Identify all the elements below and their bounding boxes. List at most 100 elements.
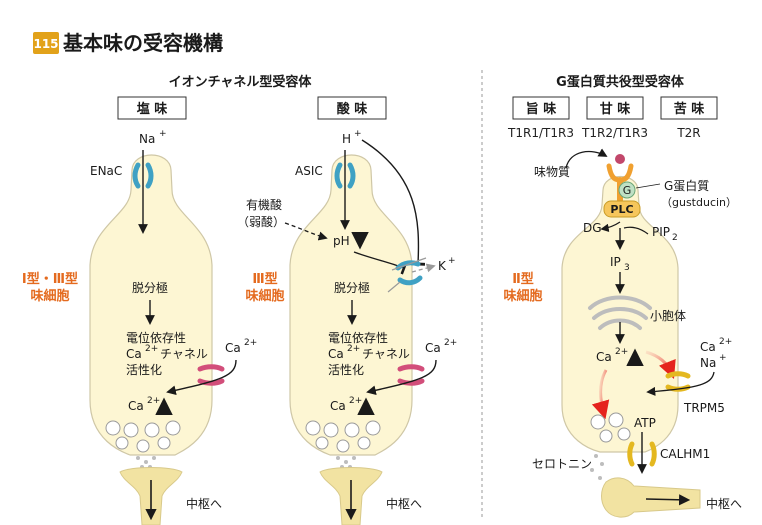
gpcr-tastant-molecule bbox=[615, 154, 625, 164]
sour-organic-acid-line2: （弱酸） bbox=[237, 214, 285, 229]
title-badge: 115 bbox=[33, 32, 59, 54]
gpcr-calhm1-channel-icon bbox=[627, 441, 657, 467]
gpcr-ext-ca-label: Ca bbox=[700, 340, 716, 354]
gpcr-pip-sub: 2 bbox=[672, 233, 678, 243]
umami-taste-box bbox=[512, 96, 570, 120]
sour-vg-line3: 活性化 bbox=[328, 363, 364, 377]
sour-organic-acid-line1: 有機酸 bbox=[246, 197, 282, 212]
umami-receptor: T1R1/T1R3 bbox=[507, 126, 574, 140]
gpcr-cell-body bbox=[561, 176, 679, 453]
gpcr-ca-label: Ca bbox=[596, 350, 612, 364]
gpcr-nerve-fiber bbox=[601, 477, 701, 518]
bitter-taste-label: 苦 味 bbox=[674, 101, 705, 117]
gpcr-plc-icon bbox=[603, 200, 641, 218]
salt-ca-inside: Ca bbox=[128, 399, 144, 413]
gpcr-taste-cell: 旨 味 甘 味 苦 味 T1R1/T1R3 T1R2/T1R3 T2R 味物質 … bbox=[503, 96, 742, 518]
gpcr-ip-sub: 3 bbox=[624, 263, 630, 273]
salt-vg-line2-ion: Ca bbox=[126, 347, 142, 361]
gpcr-ca-release-activation bbox=[591, 369, 610, 420]
gpcr-tastant-label: 味物質 bbox=[534, 164, 570, 179]
salt-vg-line3: 活性化 bbox=[126, 363, 162, 377]
bitter-receptor: T2R bbox=[676, 126, 700, 140]
salt-cell-type-line1: Ⅰ型・Ⅲ型 bbox=[22, 271, 78, 287]
sour-ca-outside: Ca bbox=[425, 341, 441, 355]
salt-vg-line2-charge: 2+ bbox=[145, 344, 158, 354]
sour-cell-type-line2: 味細胞 bbox=[245, 288, 284, 304]
salt-cell-type-line2: 味細胞 bbox=[30, 288, 69, 304]
gpcr-ca-trpm5-activation bbox=[645, 350, 676, 380]
salt-ca-inside-charge: 2+ bbox=[147, 396, 160, 406]
salt-taste-cell: 塩 味 Na + ENaC Ⅰ型・Ⅲ型 味細胞 脱分極 電位依存性 Ca 2+ … bbox=[22, 96, 257, 525]
sour-k-ion: K bbox=[438, 259, 447, 273]
salt-vg-line2-rest: チャネル bbox=[160, 347, 208, 361]
salt-enac-channel-icon bbox=[132, 162, 154, 189]
gpcr-cell-type-line2: 味細胞 bbox=[503, 288, 542, 304]
gpcr-trpm5-label: TRPM5 bbox=[683, 401, 725, 415]
sour-to-center: 中枢へ bbox=[386, 496, 422, 511]
gpcr-g-letter: G bbox=[623, 184, 632, 197]
section-ion-channel: イオンチャネル型受容体 bbox=[169, 74, 313, 90]
salt-enac-label: ENaC bbox=[90, 164, 122, 178]
salt-vg-line1: 電位依存性 bbox=[126, 330, 186, 345]
section-g-protein: G蛋白質共役型受容体 bbox=[556, 74, 685, 90]
sour-ca-inside-charge: 2+ bbox=[349, 396, 362, 406]
gpcr-dg-arrow bbox=[600, 221, 621, 233]
gpcr-pip2-line bbox=[623, 226, 649, 235]
sour-asic-label: ASIC bbox=[295, 164, 323, 178]
gpcr-dg-label: DG bbox=[583, 221, 602, 235]
gpcr-g-protein-label: G蛋白質 bbox=[664, 178, 709, 193]
sour-vesicles bbox=[305, 420, 381, 453]
sour-depolarization: 脱分極 bbox=[334, 280, 370, 295]
sour-vg-ca-channel-icon bbox=[397, 364, 425, 386]
sour-taste-cell: 酸 味 H + ASIC 有機酸 （弱酸） pH K + Ⅲ型 味細胞 脱分極 bbox=[237, 96, 457, 525]
gpcr-tastant-arrow bbox=[565, 148, 608, 169]
gpcr-ext-na-charge: + bbox=[719, 353, 727, 363]
sour-ca-inside: Ca bbox=[330, 399, 346, 413]
sour-organic-acid-arrow bbox=[284, 222, 328, 241]
sour-k-channel-block bbox=[387, 257, 427, 293]
sour-vg-line2-ion: Ca bbox=[328, 347, 344, 361]
sour-ph-label: pH bbox=[333, 234, 350, 248]
salt-na-ion: Na bbox=[139, 132, 155, 146]
salt-to-center: 中枢へ bbox=[186, 496, 222, 511]
sour-k-channel-icon bbox=[395, 260, 423, 286]
sour-cell-body bbox=[289, 154, 413, 456]
gpcr-gustducin: （gustducin） bbox=[661, 196, 737, 209]
gpcr-g-protein-icon bbox=[618, 181, 636, 199]
salt-vg-ca-channel-icon bbox=[197, 364, 225, 386]
salt-cell-body bbox=[89, 154, 213, 456]
gpcr-g-leader bbox=[635, 183, 661, 189]
salt-ca-outside: Ca bbox=[225, 341, 241, 355]
salt-vesicles bbox=[105, 420, 181, 453]
sour-h-charge: + bbox=[354, 129, 362, 139]
sour-h-ion: H bbox=[342, 132, 351, 146]
sour-h-k-inhibition bbox=[361, 139, 426, 266]
sour-ca-outside-charge: 2+ bbox=[444, 338, 457, 348]
salt-na-charge: + bbox=[159, 129, 167, 139]
gpcr-signal-arrow bbox=[645, 494, 691, 506]
title-badge-number: 115 bbox=[33, 37, 58, 51]
gpcr-er-icon bbox=[588, 295, 652, 330]
gpcr-to-center: 中枢へ bbox=[706, 496, 742, 511]
salt-taste-label: 塩 味 bbox=[137, 101, 168, 117]
gpcr-pip-label: PIP bbox=[652, 225, 670, 239]
page-title: 基本味の受容機構 bbox=[63, 31, 223, 55]
gpcr-serotonin-label: セロトニン bbox=[532, 457, 592, 471]
salt-depolarization: 脱分極 bbox=[132, 280, 168, 295]
gpcr-vesicles bbox=[590, 412, 631, 443]
sour-vg-line2-charge: 2+ bbox=[347, 344, 360, 354]
gpcr-atp-label: ATP bbox=[634, 416, 656, 430]
salt-taste-box bbox=[117, 96, 187, 120]
sour-k-charge: + bbox=[448, 256, 456, 266]
umami-taste-label: 旨 味 bbox=[526, 101, 557, 117]
gpcr-ext-ca-charge: 2+ bbox=[719, 337, 732, 347]
bitter-taste-box bbox=[660, 96, 718, 120]
sour-taste-label: 酸 味 bbox=[337, 101, 368, 117]
sour-cell-type-line1: Ⅲ型 bbox=[252, 271, 277, 287]
gpcr-cation-influx-arrow bbox=[646, 371, 715, 396]
sour-k-efflux-arrow bbox=[411, 263, 436, 273]
sweet-taste-box bbox=[586, 96, 644, 120]
sour-taste-box bbox=[317, 96, 387, 120]
salt-ca-outside-charge: 2+ bbox=[244, 338, 257, 348]
